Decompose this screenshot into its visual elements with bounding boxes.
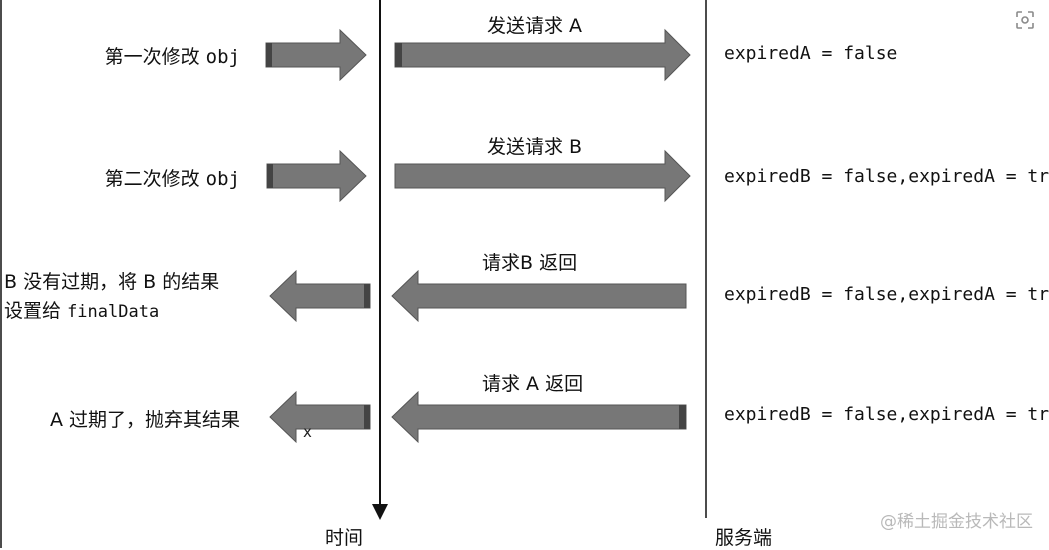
row1-request-arrow [394, 28, 691, 82]
row2-left-code: obj [205, 168, 240, 190]
row2-server-state: expiredB = false,expiredA = true [724, 166, 1049, 187]
row3-left-code: finalData [67, 302, 160, 322]
row3-left-text: 设置给 [4, 300, 62, 322]
row2-request-arrow [394, 149, 691, 203]
row3-left-label-line2: 设置给 finalData [4, 296, 159, 323]
discard-mark: x [303, 423, 312, 441]
row3-short-arrow [269, 269, 371, 323]
row3-request-label: 请求B 返回 [482, 252, 578, 274]
row2-request-label: 发送请求 B [487, 136, 583, 158]
server-axis-label: 服务端 [715, 527, 773, 549]
row2-short-arrow [266, 149, 367, 203]
row3-left-label-line1: B 没有过期，将 B 的结果 [4, 271, 220, 293]
scan-icon[interactable] [1015, 10, 1035, 30]
row3-response-arrow [391, 269, 687, 323]
row1-left-label: 第一次修改 obj [105, 42, 240, 69]
row4-server-state: expiredB = false,expiredA = true [724, 404, 1049, 425]
row2-left-text: 第二次修改 [104, 168, 200, 190]
row1-left-text: 第一次修改 [104, 46, 200, 68]
row4-request-label: 请求 A 返回 [482, 373, 584, 395]
time-axis-label: 时间 [325, 527, 364, 549]
row4-response-arrow [391, 390, 687, 444]
row1-request-label: 发送请求 A [487, 15, 583, 37]
row4-left-label: A 过期了，抛弃其结果 [49, 409, 240, 431]
row2-left-label: 第二次修改 obj [105, 164, 240, 191]
row1-left-code: obj [205, 46, 240, 68]
row1-server-state: expiredA = false [724, 43, 898, 64]
row3-server-state: expiredB = false,expiredA = true [724, 284, 1049, 305]
watermark: @稀土掘金技术社区 [880, 512, 1033, 532]
row4-short-arrow [269, 390, 371, 444]
row1-short-arrow [265, 28, 367, 82]
